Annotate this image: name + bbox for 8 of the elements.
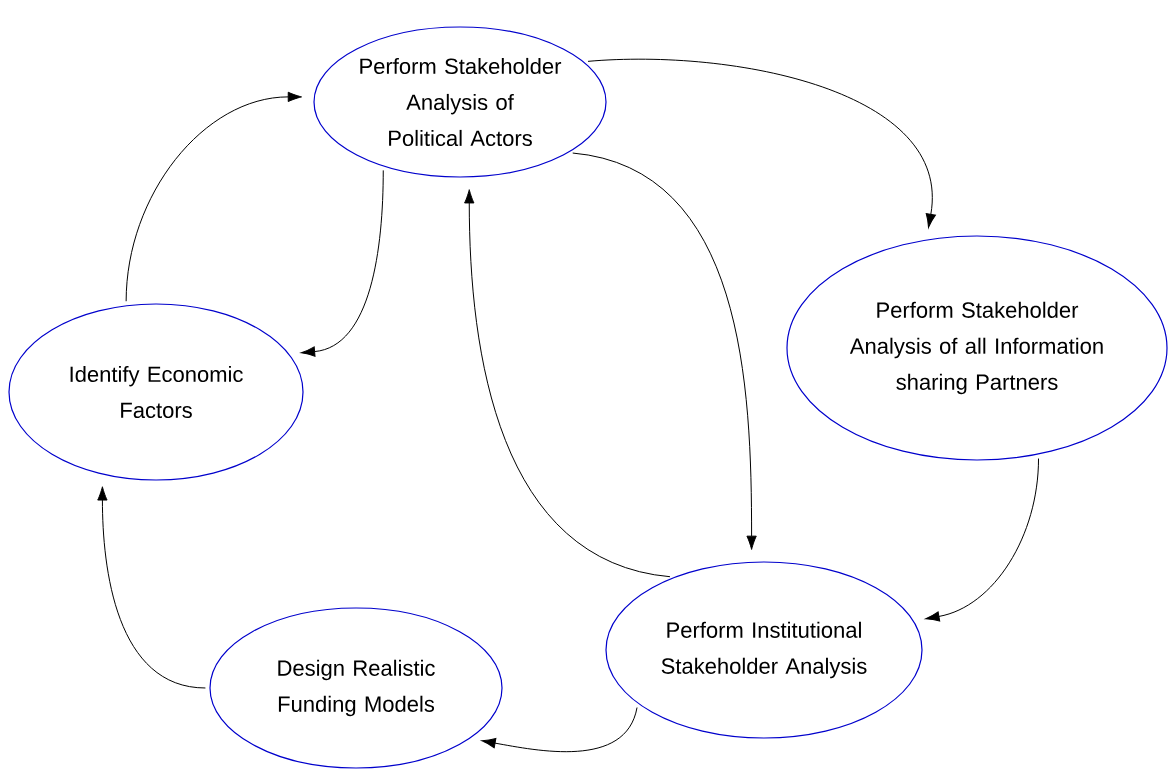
arrow [572,152,757,550]
arrow [925,458,1039,622]
arrow [587,58,936,228]
arrow [125,91,302,302]
arrow [481,707,638,753]
arrow [464,189,671,578]
arrow [97,486,206,689]
arrow [300,169,384,357]
